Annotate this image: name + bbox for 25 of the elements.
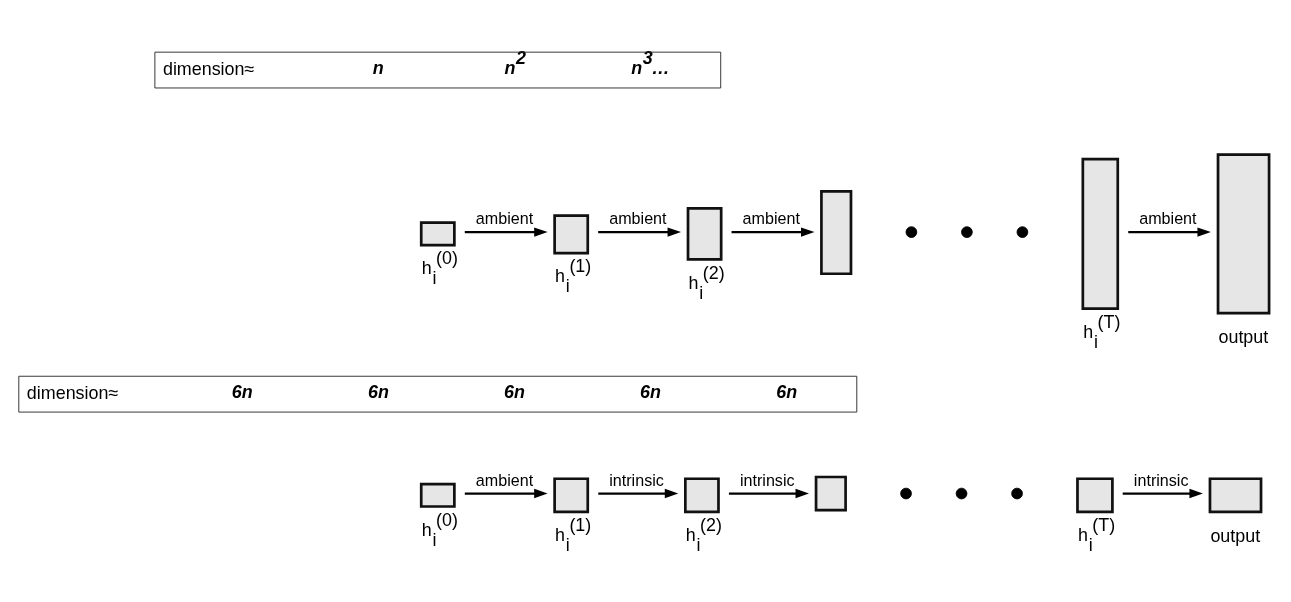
node-label: output <box>1210 525 1261 546</box>
edge-label: intrinsic <box>1133 470 1189 489</box>
edge-label: ambient <box>475 208 534 227</box>
arrow <box>1128 226 1211 237</box>
node-circle <box>961 225 973 238</box>
edge-label: intrinsic <box>609 470 664 489</box>
node-label: output <box>1218 326 1269 347</box>
arrow <box>464 226 548 237</box>
arrow <box>598 226 681 237</box>
edge-label: ambient <box>609 208 667 227</box>
arrow <box>1122 488 1203 498</box>
arrow <box>728 488 809 498</box>
edge-label: intrinsic <box>739 470 795 489</box>
node-circle <box>1011 487 1023 499</box>
arrow <box>464 488 548 498</box>
node-box: dimension≈ 6n 6n 6n 6n 6n <box>18 375 858 412</box>
node-circle <box>955 487 968 499</box>
edge-label: ambient <box>1139 208 1197 227</box>
edge-label: ambient <box>742 208 800 227</box>
edge-label: ambient <box>475 470 534 489</box>
arrow <box>731 226 815 237</box>
node-circle <box>1016 225 1029 238</box>
node-circle <box>900 487 912 499</box>
node-circle <box>905 225 918 238</box>
arrow <box>598 488 679 498</box>
